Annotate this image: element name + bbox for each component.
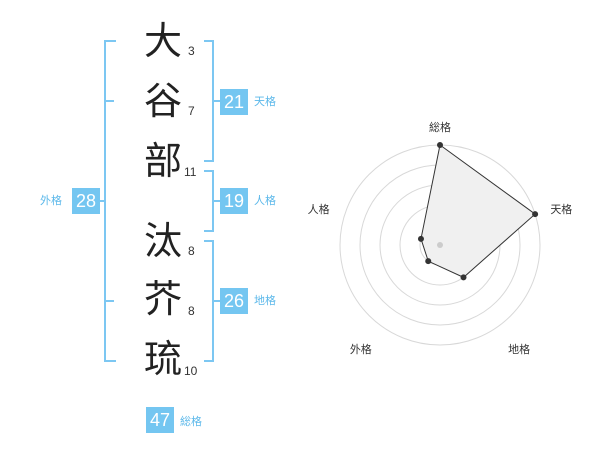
- stroke-count-4: 8: [188, 244, 195, 258]
- radar-data-polygon: [420, 144, 536, 278]
- jinkaku-label: 人格: [254, 194, 276, 207]
- radar-axis-label-5: 人格: [308, 202, 330, 216]
- radar-point-4: [425, 258, 432, 265]
- chikaku-connector: [214, 300, 220, 302]
- gaikaku-bracket-mid: [104, 100, 114, 302]
- soukaku-badge: 47: [146, 407, 174, 433]
- tenkaku-label: 天格: [254, 95, 276, 108]
- chikaku-badge: 26: [220, 288, 248, 314]
- radar-point-5: [417, 235, 424, 242]
- radar-point-2: [532, 211, 539, 218]
- name-char-4: 汰: [143, 219, 182, 263]
- radar-axis-label-2: 天格: [550, 202, 572, 216]
- stroke-count-1: 3: [188, 44, 195, 58]
- tenkaku-badge: 21: [220, 89, 248, 115]
- radar-axis-label-4: 外格: [350, 342, 372, 356]
- stroke-count-6: 10: [184, 364, 198, 378]
- stroke-count-3: 11: [184, 165, 197, 179]
- name-char-2: 谷: [143, 79, 182, 123]
- gaikaku-connector: [98, 200, 104, 202]
- gaikaku-bracket: [104, 40, 116, 362]
- stroke-count-5: 8: [188, 304, 195, 318]
- radar-center-dot: [437, 242, 443, 248]
- radar-axis-label-1: 総格: [429, 120, 451, 134]
- soukaku-label: 総格: [180, 415, 202, 428]
- jinkaku-bracket: [204, 170, 214, 232]
- gaikaku-badge: 28: [72, 188, 100, 214]
- name-char-6: 琉: [143, 337, 182, 381]
- radar-point-3: [460, 274, 467, 281]
- gaikaku-label: 外格: [40, 194, 62, 207]
- stroke-count-2: 7: [188, 104, 195, 118]
- chikaku-label: 地格: [254, 294, 276, 307]
- tenkaku-connector: [214, 100, 220, 102]
- jinkaku-badge: 19: [220, 188, 248, 214]
- radar-point-1: [437, 142, 443, 148]
- name-char-5: 芥: [143, 277, 182, 321]
- chikaku-bracket: [204, 240, 214, 362]
- radar-axis-label-3: 地格: [508, 342, 530, 356]
- name-char-3: 部: [143, 139, 182, 183]
- name-char-1: 大: [143, 19, 182, 63]
- tenkaku-bracket: [204, 40, 214, 162]
- jinkaku-connector: [214, 200, 220, 202]
